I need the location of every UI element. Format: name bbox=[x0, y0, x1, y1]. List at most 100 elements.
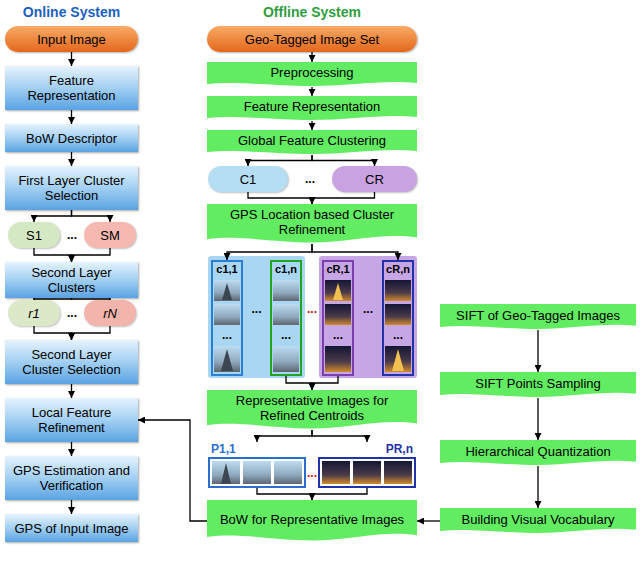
wavy-process-box: Preprocessing bbox=[207, 62, 417, 87]
process-box: GPS Estimation and Verification bbox=[5, 456, 138, 500]
node-text: Local Feature Refinement bbox=[10, 405, 133, 435]
node-text: GPS of Input Image bbox=[14, 521, 128, 536]
connector-arrow bbox=[537, 330, 538, 372]
connector-arrow bbox=[248, 155, 312, 166]
image-strip: PR,n bbox=[319, 442, 415, 488]
process-box: Second Layer Cluster Selection bbox=[5, 340, 138, 384]
connector-arrow bbox=[537, 466, 538, 508]
connector-arrow bbox=[311, 87, 312, 96]
node-text: S1 bbox=[26, 228, 42, 243]
column-heading: Online System bbox=[5, 4, 138, 21]
node-text: P1,1 bbox=[211, 442, 236, 456]
connector-arrow bbox=[71, 442, 72, 456]
node-text: rN bbox=[103, 306, 117, 321]
connector-arrow bbox=[71, 500, 72, 514]
node-text: c1,1 bbox=[216, 263, 237, 276]
column-heading: Offline System bbox=[207, 4, 417, 21]
node-text: Input Image bbox=[37, 32, 106, 47]
process-box: First Layer Cluster Selection bbox=[5, 166, 138, 210]
process-box: Local Feature Refinement bbox=[5, 398, 138, 442]
ellipsis-mark: ... bbox=[382, 328, 414, 342]
representative-image-strip bbox=[209, 458, 415, 487]
connector-arrow bbox=[257, 430, 312, 442]
connector-arrow bbox=[417, 520, 440, 521]
connector-arrow bbox=[537, 398, 538, 440]
ellipsis-mark: ... bbox=[305, 466, 319, 480]
connector-arrow bbox=[248, 192, 312, 204]
wavy-process-box: Representative Images for Refined Centro… bbox=[207, 390, 417, 430]
connector-arrow bbox=[312, 155, 375, 166]
connector-arrow bbox=[71, 152, 72, 166]
wavy-process-box: Hierarchical Quantization bbox=[440, 440, 636, 466]
node-text: Preprocessing bbox=[270, 65, 353, 80]
node-text: BoW Descriptor bbox=[26, 131, 117, 146]
image-cluster-column: c1,1 bbox=[211, 260, 243, 376]
ellipsis-mark: ... bbox=[288, 172, 332, 186]
node-text: Building Visual Vocabulary bbox=[462, 512, 615, 527]
ellipsis-mark: ... bbox=[354, 302, 382, 316]
terminal-pill: Geo-Tagged Image Set bbox=[207, 26, 417, 52]
wavy-process-box: SIFT of Geo-Tagged Images bbox=[440, 304, 636, 330]
wavy-process-box: Building Visual Vocabulary bbox=[440, 508, 636, 534]
connector-arrow bbox=[71, 110, 72, 124]
node-text: Feature Representation bbox=[244, 99, 381, 114]
connector-arrow bbox=[311, 52, 312, 62]
cluster-pill: SM bbox=[84, 222, 136, 248]
node-text: Global Feature Clustering bbox=[238, 133, 386, 148]
image-cluster-column: cR,n bbox=[382, 260, 414, 376]
connector-arrow bbox=[72, 326, 111, 340]
node-text: GPS Estimation and Verification bbox=[10, 463, 133, 493]
ellipsis-mark: ... bbox=[243, 302, 270, 316]
wavy-process-box: SIFT Points Sampling bbox=[440, 372, 636, 398]
cluster-pill: S1 bbox=[8, 222, 60, 248]
wavy-process-box: Global Feature Clustering bbox=[207, 130, 417, 155]
process-box: GPS of Input Image bbox=[5, 514, 138, 542]
wavy-process-box: GPS Location based Cluster Refinement bbox=[207, 204, 417, 244]
connector-arrow bbox=[286, 376, 312, 390]
cluster-pill: C1 bbox=[208, 166, 288, 192]
connector-arrow bbox=[34, 248, 72, 262]
node-text: First Layer Cluster Selection bbox=[10, 173, 133, 203]
node-text: C1 bbox=[240, 172, 257, 187]
node-text: CR bbox=[365, 172, 384, 187]
connector-arrow bbox=[227, 244, 312, 260]
connector-arrow bbox=[34, 326, 72, 340]
connector-arrow bbox=[312, 376, 338, 390]
cluster-group bbox=[208, 256, 305, 378]
node-text: Second Layer Cluster Selection bbox=[10, 347, 133, 377]
node-text: SM bbox=[100, 228, 120, 243]
cluster-pill: r1 bbox=[8, 300, 60, 326]
process-box: Feature Representation bbox=[5, 66, 138, 110]
connector-arrow bbox=[312, 192, 375, 204]
connector-arrow bbox=[138, 420, 207, 521]
process-box: BoW Descriptor bbox=[5, 124, 138, 152]
cluster-pill: CR bbox=[332, 166, 417, 192]
terminal-pill: Input Image bbox=[5, 26, 138, 52]
connector-arrow bbox=[312, 488, 367, 500]
node-text: Representative Images for Refined Centro… bbox=[212, 393, 412, 423]
connector-arrow bbox=[71, 52, 72, 66]
node-text: BoW for Representative Images bbox=[220, 512, 404, 527]
connector-arrow bbox=[311, 121, 312, 130]
node-text: GPS Location based Cluster Refinement bbox=[212, 207, 412, 237]
ellipsis-mark: ... bbox=[270, 328, 302, 342]
node-text: cR,n bbox=[386, 263, 410, 276]
node-text: Feature Representation bbox=[10, 73, 133, 103]
wavy-process-box: BoW for Representative Images bbox=[207, 500, 417, 542]
wavy-process-box: Feature Representation bbox=[207, 96, 417, 121]
connector-arrow bbox=[34, 210, 72, 222]
cluster-pill: rN bbox=[84, 300, 136, 326]
node-text: Geo-Tagged Image Set bbox=[245, 32, 379, 47]
ellipsis-mark: ... bbox=[322, 328, 354, 342]
image-strip: P1,1 bbox=[209, 442, 305, 488]
connector-arrow bbox=[312, 430, 367, 442]
ellipsis-mark: ... bbox=[60, 228, 84, 242]
node-text: PR,n bbox=[386, 442, 413, 456]
connector-arrow bbox=[72, 210, 111, 222]
node-text: Second Layer Clusters bbox=[10, 265, 133, 295]
connector-arrow bbox=[257, 488, 312, 500]
node-text: c1,n bbox=[275, 263, 297, 276]
ellipsis-mark: ... bbox=[211, 328, 243, 342]
node-text: SIFT of Geo-Tagged Images bbox=[456, 308, 620, 323]
connector-arrow bbox=[71, 384, 72, 398]
